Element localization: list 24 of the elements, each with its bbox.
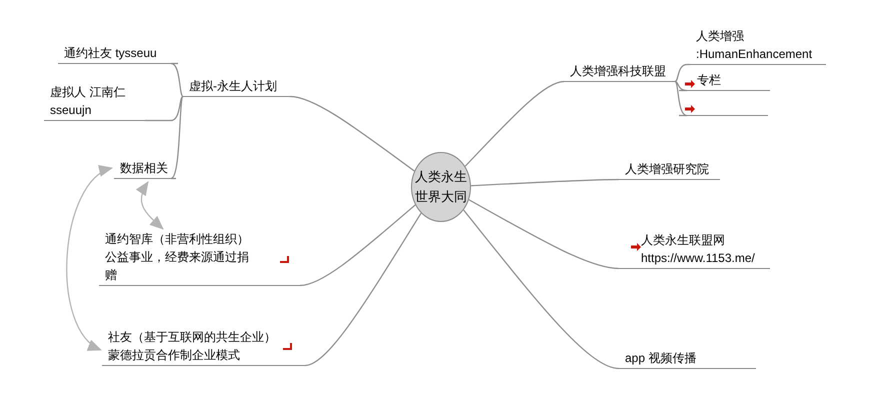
branch-line (170, 96, 184, 180)
topic-label: app 视频传播 (619, 350, 756, 369)
topic-label: 虚拟人 江南仁 sseuujn (44, 83, 145, 121)
topic-label: 人类增强科技联盟 (564, 62, 675, 82)
branch-line (468, 199, 620, 270)
branch-line (674, 80, 688, 92)
branch-line (170, 62, 184, 97)
branch-line (290, 96, 415, 172)
topic-label: 数据相关 (114, 158, 176, 179)
curved-arrow (136, 181, 164, 230)
branch-line (674, 64, 690, 82)
branch-line (145, 96, 184, 122)
topic-label: 虚拟-永生人计划 (183, 77, 290, 97)
branch-line (464, 80, 564, 167)
branch-line (300, 204, 416, 286)
branch-line (674, 81, 688, 116)
central-topic-ellipse: 人类永生世界大同 (411, 152, 471, 222)
curved-arrow (66, 167, 113, 351)
branch-line (463, 210, 620, 370)
topic-label: 通约社友 tysseuu (58, 44, 178, 64)
branch-line (470, 178, 619, 186)
topic-label: 人类增强研究院 (619, 161, 720, 180)
branch-line (304, 212, 422, 366)
topic-label: 人类增强 :HumanEnhancement (690, 29, 826, 65)
